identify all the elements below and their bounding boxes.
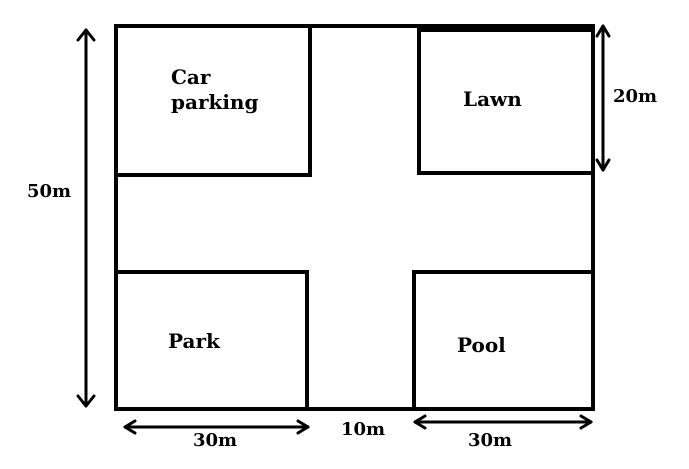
height-total-label: 50m xyxy=(27,181,71,202)
lawn-label: Lawn xyxy=(463,87,522,111)
bottom-right-width-label: 30m xyxy=(468,430,512,451)
pool-label: Pool xyxy=(457,333,506,357)
bottom-right-width-arrow xyxy=(413,414,593,430)
park-label: Park xyxy=(168,329,221,353)
plot-park xyxy=(114,270,309,411)
path-width-label: 10m xyxy=(341,419,385,440)
lawn-height-label: 20m xyxy=(613,86,657,107)
car-parking-label-line2: parking xyxy=(171,90,258,114)
plot-car-parking xyxy=(114,24,312,177)
lawn-height-dimension-arrow xyxy=(595,24,611,172)
bottom-left-width-arrow xyxy=(123,419,310,435)
height-dimension-arrow xyxy=(76,28,96,408)
bottom-left-width-label: 30m xyxy=(193,430,237,451)
site-boundary xyxy=(114,24,595,411)
plot-pool xyxy=(412,270,595,411)
car-parking-label-line1: Car xyxy=(171,65,211,89)
plot-lawn xyxy=(417,28,595,175)
